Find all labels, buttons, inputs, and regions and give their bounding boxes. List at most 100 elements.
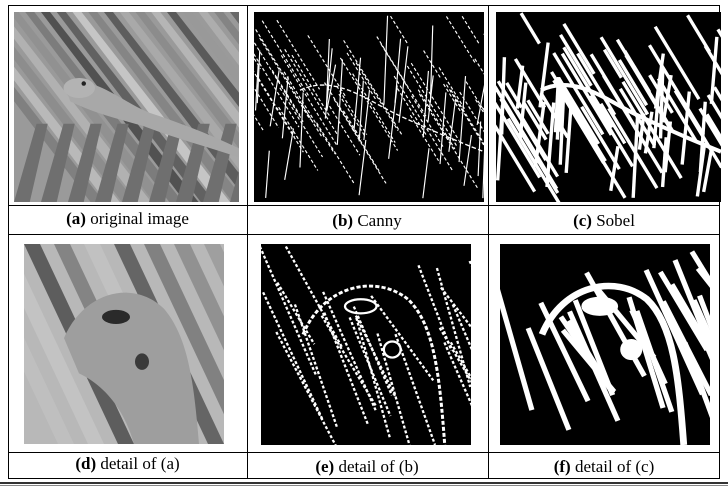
edge-stroke — [698, 107, 721, 147]
edge-stroke — [383, 15, 389, 105]
edge-stroke — [705, 113, 721, 141]
edge-stroke — [465, 81, 484, 112]
edge-stroke — [560, 52, 613, 136]
edge-stroke — [631, 117, 640, 198]
edge-stroke — [653, 25, 701, 100]
page-rule — [0, 482, 728, 484]
edge-stroke — [355, 317, 392, 440]
edge-stroke — [254, 41, 304, 122]
edge-stroke — [336, 85, 368, 135]
edge-stroke — [680, 91, 691, 165]
leaf-blade — [167, 12, 239, 107]
edge-stroke — [376, 36, 427, 117]
edge-stroke — [609, 145, 620, 192]
leaf-blade — [14, 46, 136, 202]
column-divider — [247, 6, 248, 478]
edge-stroke — [394, 333, 437, 445]
leaf-blade — [41, 123, 75, 202]
edge-stroke — [278, 106, 319, 171]
edge-stroke — [599, 102, 627, 145]
edge-stroke — [643, 111, 654, 154]
leaf-blade — [119, 12, 239, 170]
edge-stroke — [706, 94, 721, 120]
edge-stroke — [438, 67, 466, 110]
leaf-blade — [204, 244, 224, 287]
panel-d-detail-image — [24, 244, 224, 444]
edge-stroke — [324, 82, 380, 172]
edge-stroke — [621, 80, 683, 179]
edge-stroke — [445, 16, 476, 64]
leaf-blade — [68, 123, 102, 202]
edge-stroke — [698, 101, 707, 173]
edge-stroke — [576, 52, 617, 116]
edge-stroke — [476, 84, 484, 126]
caption-divider-top-row — [9, 205, 719, 206]
edge-stroke — [262, 291, 324, 420]
panel-c-sobel-image — [496, 12, 721, 202]
edge-stroke — [316, 122, 355, 184]
edge-stroke — [417, 89, 456, 150]
edge-stroke — [451, 304, 471, 351]
edge-stroke — [474, 58, 484, 75]
leaf-blade — [203, 123, 237, 202]
edge-stroke — [559, 33, 593, 87]
edge-stroke — [691, 299, 710, 343]
edge-stroke — [689, 250, 710, 287]
edge-stroke — [338, 93, 366, 137]
edge-stroke — [329, 105, 361, 156]
edge-stroke — [422, 148, 430, 199]
caption-a: (a) original image — [66, 209, 189, 228]
edge-stroke — [363, 89, 371, 141]
edge-stroke — [672, 259, 710, 354]
edge-stroke — [435, 267, 471, 388]
lizard-ear — [135, 353, 149, 370]
edge-stroke — [525, 327, 572, 431]
figure-grid — [8, 5, 720, 479]
edge-stroke — [352, 306, 393, 396]
edge-stroke — [293, 304, 339, 428]
edge-stroke — [275, 331, 337, 445]
edge-stroke — [648, 44, 705, 136]
edge-stroke — [352, 73, 396, 143]
edge-stroke — [271, 69, 301, 116]
edge-stroke — [496, 101, 542, 179]
edge-stroke — [397, 88, 427, 135]
edge-stroke — [280, 55, 338, 147]
edge-stroke — [276, 282, 316, 345]
edge-stroke — [254, 65, 259, 111]
ear-edge — [382, 340, 402, 359]
edge-stroke — [355, 62, 399, 132]
edge-stroke — [482, 150, 484, 199]
edge-stroke — [301, 104, 322, 137]
edge-stroke — [602, 48, 623, 79]
edge-stroke — [254, 53, 300, 128]
edge-stroke — [358, 139, 367, 196]
edge-stroke — [353, 57, 362, 132]
edge-stroke — [709, 36, 719, 104]
edge-stroke — [339, 57, 399, 151]
leaf-blade — [149, 123, 183, 202]
edge-stroke — [580, 105, 621, 170]
edge-stroke — [658, 270, 710, 352]
edge-stroke — [661, 74, 673, 123]
edge-stroke — [634, 310, 675, 413]
edge-stroke — [417, 264, 453, 351]
edge-contour — [301, 284, 447, 445]
edge-stroke — [279, 87, 324, 158]
edge-stroke — [518, 82, 528, 139]
edge-stroke — [656, 77, 698, 143]
row-divider — [9, 234, 719, 235]
edge-stroke — [545, 102, 556, 188]
edge-stroke — [697, 294, 710, 331]
page-rule-thin — [0, 485, 728, 486]
edge-stroke — [269, 70, 280, 127]
edge-stroke — [394, 38, 402, 104]
edge-stroke — [429, 25, 434, 103]
edge-stroke — [562, 22, 596, 75]
edge-stroke — [515, 65, 525, 109]
leaf-blade — [95, 123, 129, 202]
edge-stroke — [259, 37, 311, 121]
edge-stroke — [324, 48, 333, 119]
caption-d: (d) detail of (a) — [75, 454, 180, 473]
edge-stroke — [284, 245, 343, 348]
